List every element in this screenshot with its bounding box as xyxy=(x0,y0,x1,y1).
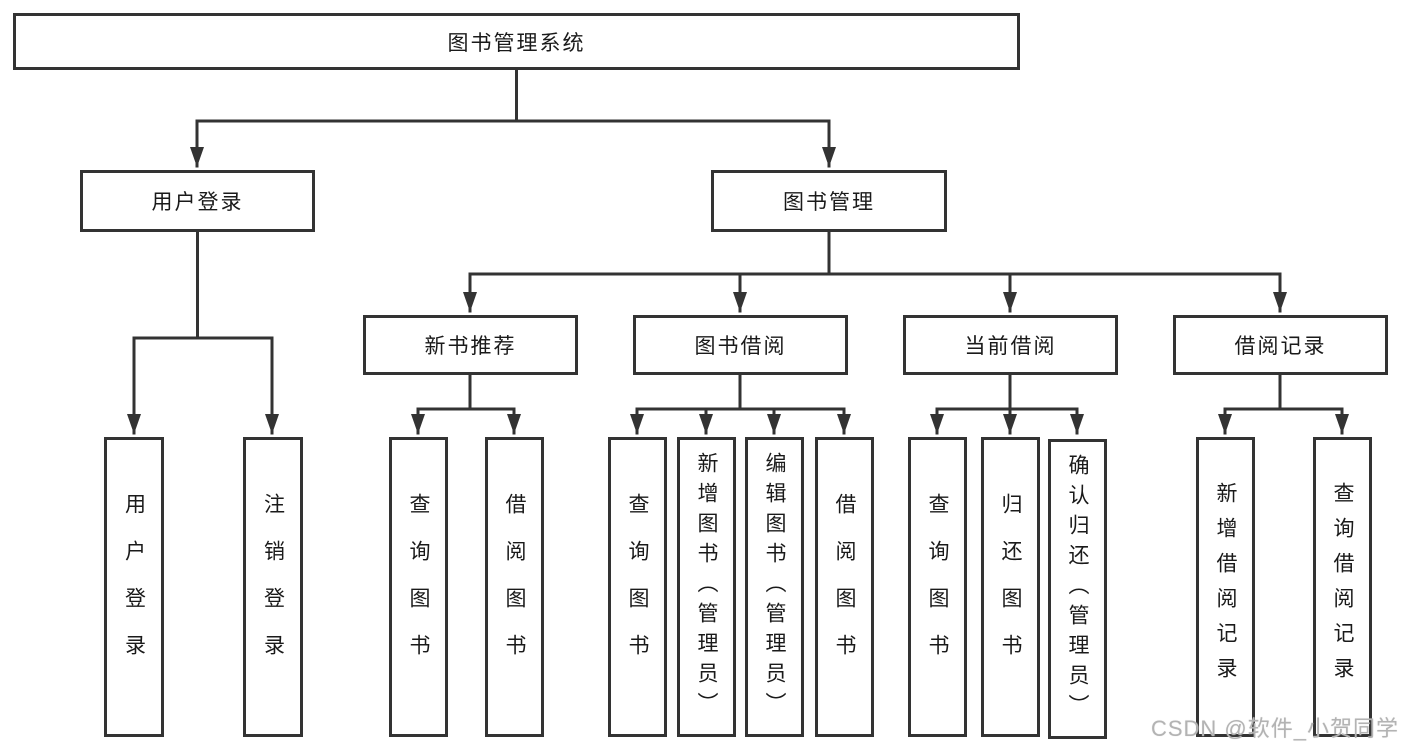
node-label: 归还图书 xyxy=(999,493,1022,681)
leaf-current-return-books: 归还图书 xyxy=(981,437,1040,737)
leaf-recommend-borrow-books: 借阅图书 xyxy=(485,437,544,737)
node-user-login: 用户登录 xyxy=(80,170,315,232)
csdn-watermark: CSDN @软件_小贺同学 xyxy=(1150,716,1399,741)
node-book-borrow: 图书借阅 xyxy=(633,315,848,375)
node-label: 图书管理 xyxy=(783,191,875,214)
node-label: 借阅图书 xyxy=(503,493,526,681)
node-book-management: 图书管理 xyxy=(711,170,947,232)
leaf-records-query-record: 查询借阅记录 xyxy=(1313,437,1372,737)
node-label: 查询借阅记录 xyxy=(1331,482,1354,692)
node-new-book-recommend: 新书推荐 xyxy=(363,315,578,375)
node-current-borrow: 当前借阅 xyxy=(903,315,1118,375)
node-label: 用户登录 xyxy=(122,493,146,681)
node-label: 当前借阅 xyxy=(964,335,1057,358)
node-label: 借阅记录 xyxy=(1234,335,1327,358)
leaf-recommend-query-books: 查询图书 xyxy=(389,437,448,737)
node-label: 编辑图书（管理员） xyxy=(763,452,786,722)
node-label: 用户登录 xyxy=(151,191,244,214)
node-label: 图书借阅 xyxy=(694,335,787,358)
node-label: 查询图书 xyxy=(407,493,430,681)
leaf-current-confirm-return-admin: 确认归还（管理员） xyxy=(1048,439,1107,739)
leaf-logout: 注销登录 xyxy=(243,437,303,737)
node-label: 注销登录 xyxy=(261,493,285,681)
node-borrow-records: 借阅记录 xyxy=(1173,315,1388,375)
node-book-management-system: 图书管理系统 xyxy=(13,13,1020,70)
node-label: 借阅图书 xyxy=(833,493,856,681)
node-label: 新书推荐 xyxy=(424,335,517,358)
leaf-borrow-edit-books-admin: 编辑图书（管理员） xyxy=(745,437,804,737)
node-label: 新增图书（管理员） xyxy=(695,452,718,722)
node-label: 查询图书 xyxy=(926,493,949,681)
node-label: 确认归还（管理员） xyxy=(1066,454,1089,724)
leaf-current-query-books: 查询图书 xyxy=(908,437,967,737)
leaf-user-login: 用户登录 xyxy=(104,437,164,737)
leaf-borrow-add-books-admin: 新增图书（管理员） xyxy=(677,437,736,737)
leaf-borrow-query-books: 查询图书 xyxy=(608,437,667,737)
node-label: 新增借阅记录 xyxy=(1214,482,1237,692)
leaf-records-add-record: 新增借阅记录 xyxy=(1196,437,1255,737)
node-label: 查询图书 xyxy=(626,493,649,681)
node-label: 图书管理系统 xyxy=(447,31,586,55)
leaf-borrow-borrow-books: 借阅图书 xyxy=(815,437,874,737)
